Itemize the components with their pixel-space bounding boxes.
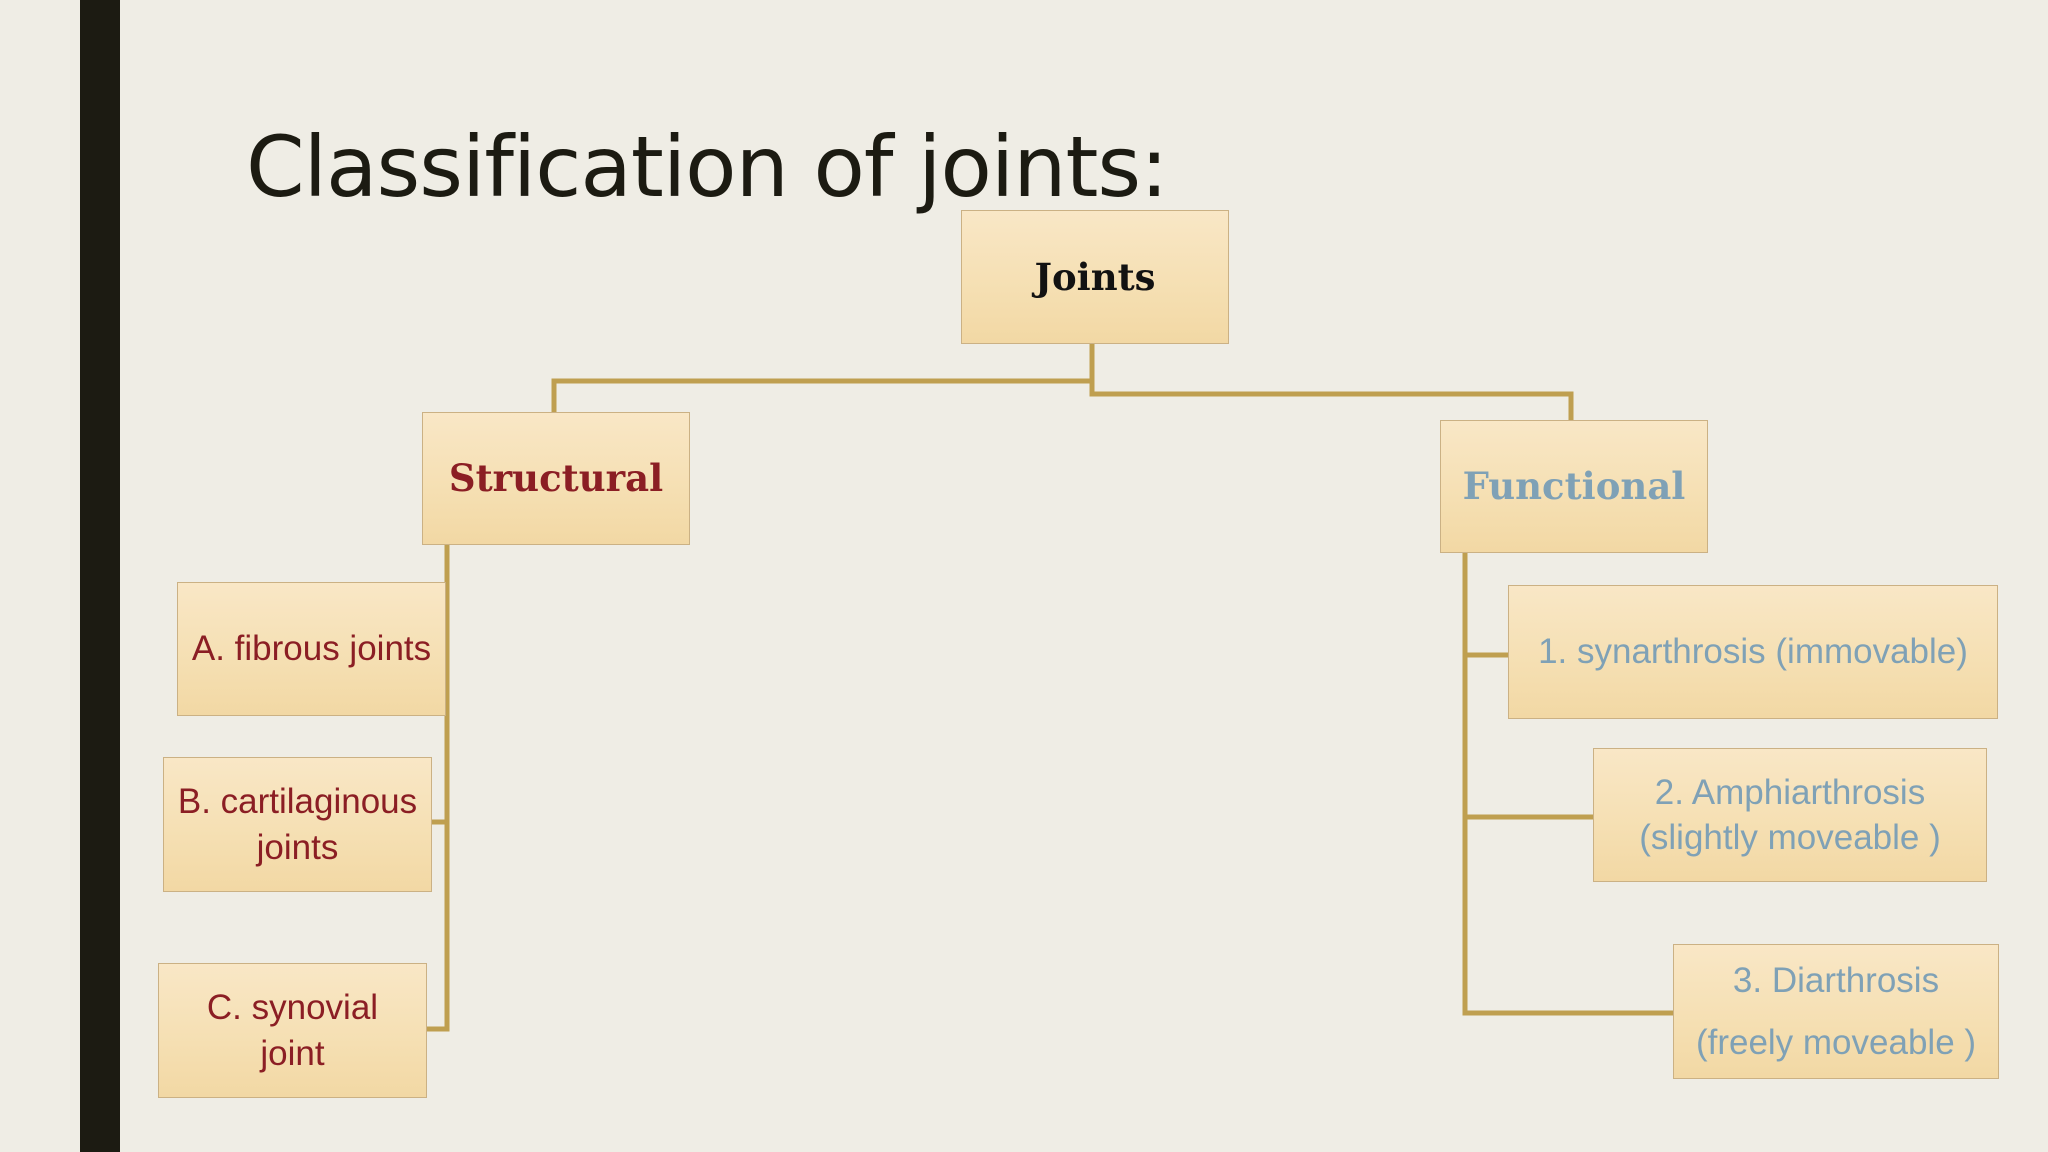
node-cartilaginous-joints-line1: B. cartilaginous bbox=[177, 782, 418, 821]
node-amphiarthrosis: 2. Amphiarthrosis (slightly moveable ) bbox=[1593, 748, 1987, 882]
connector-structural-spine bbox=[427, 545, 450, 1032]
node-synovial-joint: C. synovial joint bbox=[158, 963, 427, 1098]
node-synovial-joint-line2: joint bbox=[260, 1033, 325, 1073]
connector-root-functional bbox=[1089, 381, 1574, 420]
node-functional-label: Functional bbox=[1462, 464, 1686, 509]
connector-functional-spine bbox=[1462, 553, 1674, 1016]
node-joints: Joints bbox=[961, 210, 1229, 344]
node-structural: Structural bbox=[422, 412, 690, 545]
node-structural-label: Structural bbox=[448, 456, 664, 501]
node-fibrous-joints: A. fibrous joints bbox=[177, 582, 446, 716]
node-functional: Functional bbox=[1440, 420, 1708, 553]
side-accent-bar bbox=[80, 0, 120, 1152]
connector-root-structural bbox=[551, 344, 1095, 412]
node-amphiarthrosis-line1: 2. Amphiarthrosis bbox=[1654, 772, 1926, 812]
node-synovial-joint-line1: C. synovial bbox=[206, 988, 379, 1027]
slide-title: Classification of joints: bbox=[246, 118, 1168, 216]
node-amphiarthrosis-line2: (slightly moveable ) bbox=[1639, 818, 1941, 857]
node-cartilaginous-joints-line2: joints bbox=[256, 827, 339, 867]
node-joints-label: Joints bbox=[1034, 254, 1156, 299]
node-diarthrosis-line2: (freely moveable ) bbox=[1695, 1022, 1977, 1062]
node-diarthrosis: 3. Diarthrosis (freely moveable ) bbox=[1673, 944, 1999, 1079]
node-synarthrosis-line1: 1. synarthrosis (immovable) bbox=[1538, 632, 1968, 672]
node-fibrous-joints-line1: A. fibrous joints bbox=[191, 629, 432, 669]
node-synarthrosis: 1. synarthrosis (immovable) bbox=[1508, 585, 1998, 719]
node-diarthrosis-line1: 3. Diarthrosis bbox=[1732, 961, 1940, 1001]
node-cartilaginous-joints: B. cartilaginous joints bbox=[163, 757, 432, 892]
